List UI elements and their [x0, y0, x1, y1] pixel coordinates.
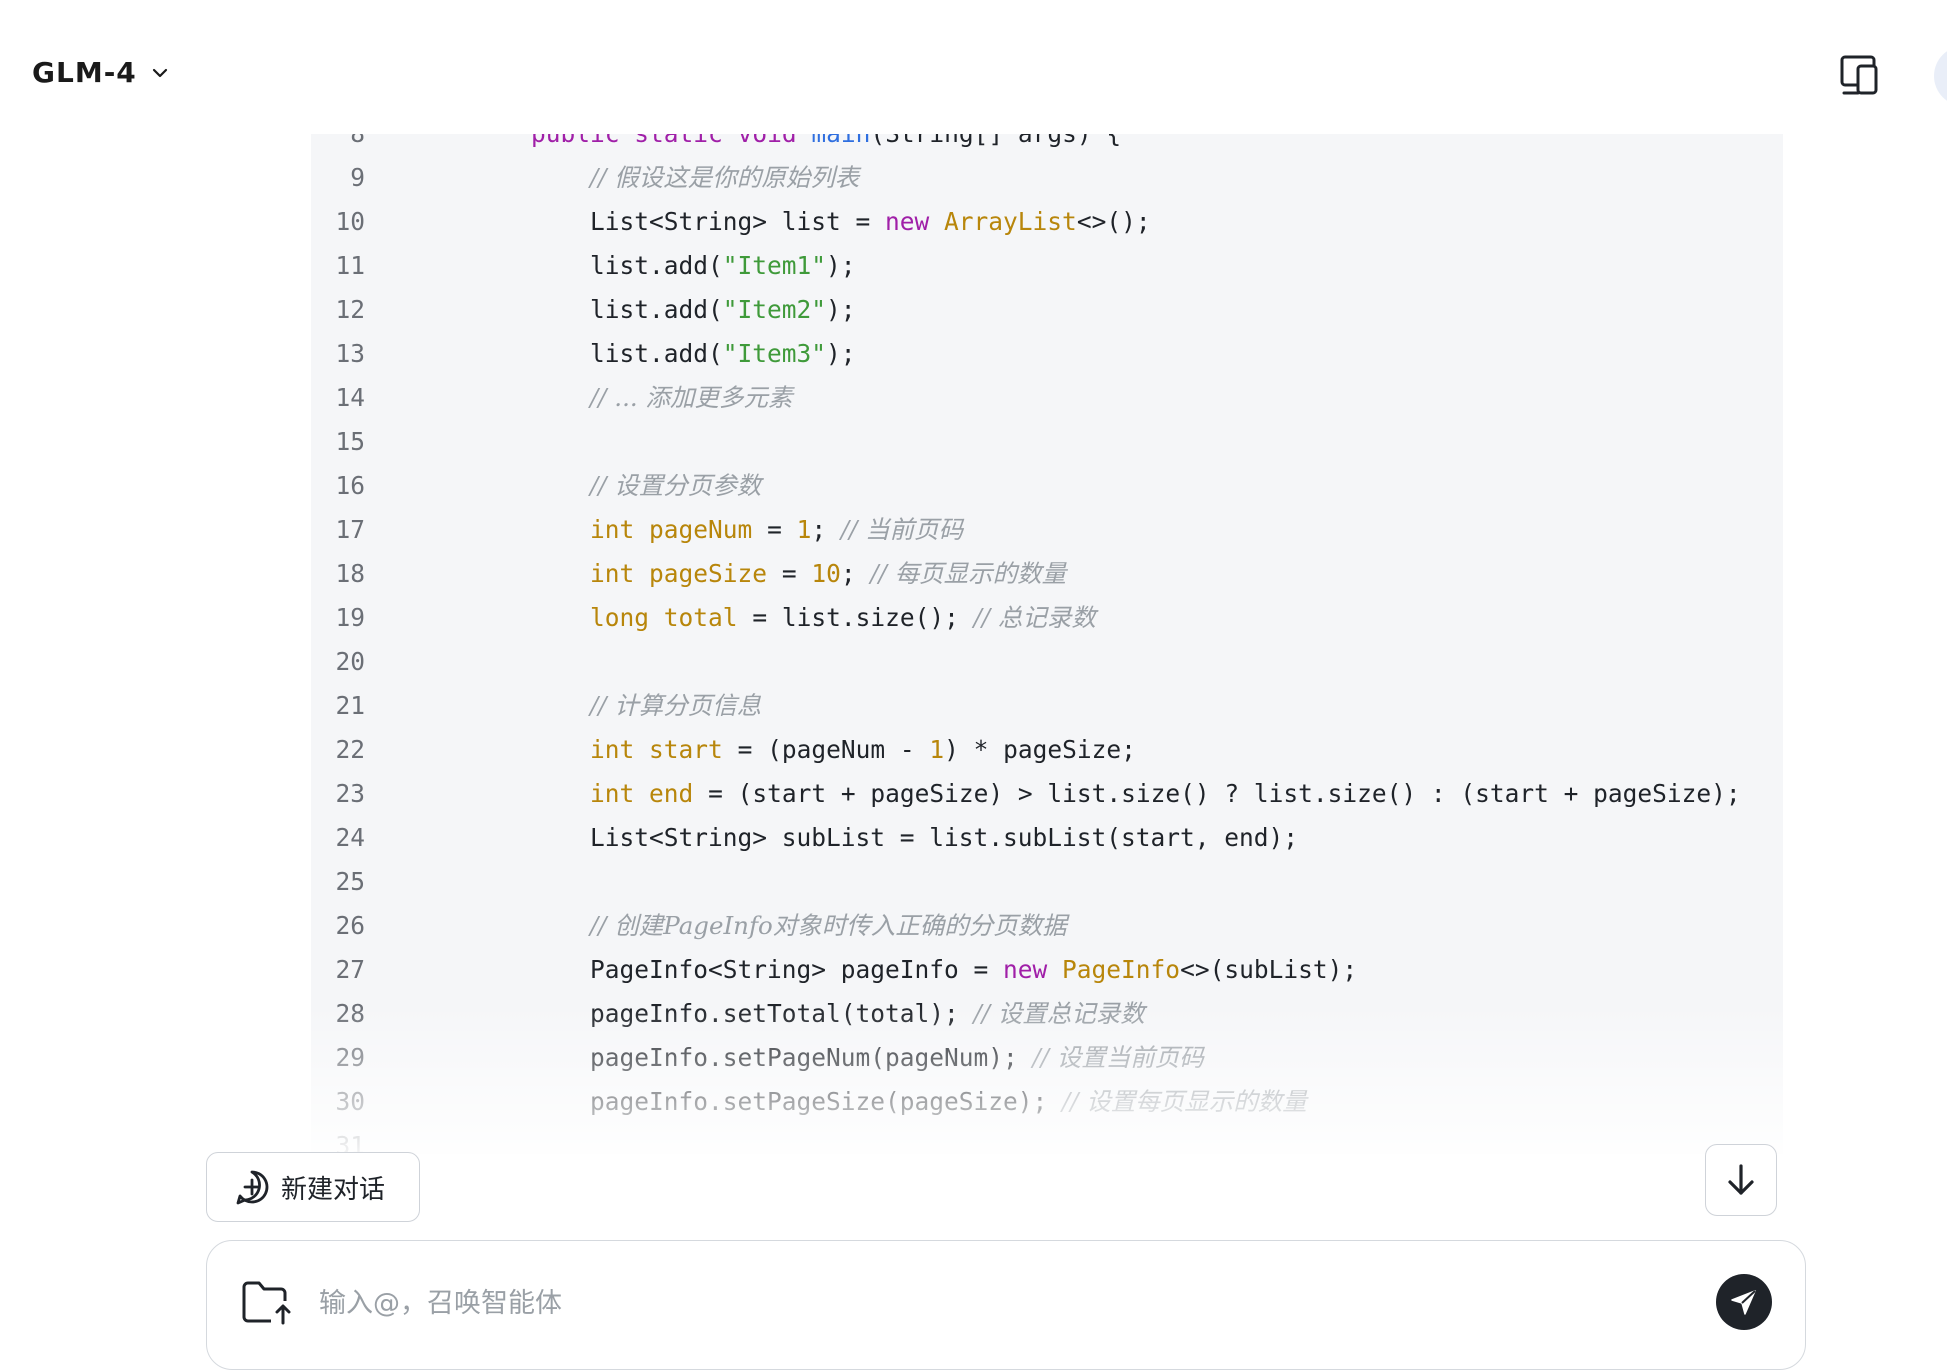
- line-number: 12: [335, 295, 365, 324]
- code-line: 25: [311, 860, 1783, 904]
- top-bar: GLM-4: [0, 0, 1947, 134]
- line-number: 31: [335, 1131, 365, 1154]
- line-number: 24: [335, 823, 365, 852]
- send-icon: [1731, 1290, 1756, 1315]
- code-line: 30 pageInfo.setPageSize(pageSize); // 设置…: [311, 1080, 1783, 1124]
- code-text: // 设置分页参数: [590, 471, 762, 500]
- code-line: 28 pageInfo.setTotal(total); // 设置总记录数: [311, 992, 1783, 1036]
- line-number: 27: [335, 955, 365, 984]
- line-number: 17: [335, 515, 365, 544]
- line-number: 18: [335, 559, 365, 588]
- line-number: 15: [335, 427, 365, 456]
- code-line: 20: [311, 640, 1783, 684]
- send-button[interactable]: [1716, 1274, 1772, 1330]
- code-line: 8 public static void main(String[] args)…: [311, 134, 1783, 156]
- code-line: 31: [311, 1124, 1783, 1154]
- line-number: 28: [335, 999, 365, 1028]
- line-number: 13: [335, 339, 365, 368]
- code-line: 29 pageInfo.setPageNum(pageNum); // 设置当前…: [311, 1036, 1783, 1080]
- avatar[interactable]: [1934, 46, 1947, 106]
- code-lines: 8 public static void main(String[] args)…: [311, 134, 1783, 1154]
- code-text: long total = list.size(); // 总记录数: [590, 603, 1096, 632]
- code-text: int pageNum = 1; // 当前页码: [590, 515, 964, 544]
- line-number: 8: [311, 134, 365, 156]
- code-line: 15: [311, 420, 1783, 464]
- code-line: 23 int end = (start + pageSize) > list.s…: [311, 772, 1783, 816]
- code-line: 10 List<String> list = new ArrayList<>()…: [311, 200, 1783, 244]
- chevron-down-icon: [152, 68, 167, 77]
- code-text: List<String> list = new ArrayList<>();: [472, 207, 1151, 236]
- code-text: pageInfo.setTotal(total); // 设置总记录数: [472, 999, 1145, 1028]
- line-number: 29: [335, 1043, 365, 1072]
- arrow-down-icon: [1728, 1164, 1754, 1195]
- code-line: 12 list.add("Item2");: [311, 288, 1783, 332]
- model-name: GLM-4: [32, 56, 137, 89]
- code-text: int start = (pageNum - 1) * pageSize;: [590, 735, 1136, 764]
- code-text: List<String> subList = list.subList(star…: [472, 823, 1299, 852]
- code-text: // 假设这是你的原始列表: [590, 163, 860, 192]
- scroll-to-bottom-button[interactable]: [1705, 1144, 1777, 1216]
- line-number: 21: [335, 691, 365, 720]
- code-text: // 创建PageInfo对象时传入正确的分页数据: [590, 911, 1067, 940]
- line-number: 16: [335, 471, 365, 500]
- code-text: int pageSize = 10; // 每页显示的数量: [590, 559, 1067, 588]
- code-text: pageInfo.setPageSize(pageSize); // 设置每页显…: [472, 1087, 1307, 1116]
- line-number: 11: [335, 251, 365, 280]
- folder-upload-icon[interactable]: [241, 1279, 293, 1325]
- line-number: 9: [350, 163, 365, 192]
- code-line: 16 // 设置分页参数: [311, 464, 1783, 508]
- line-number: 25: [335, 867, 365, 896]
- code-line: 22 int start = (pageNum - 1) * pageSize;: [311, 728, 1783, 772]
- code-text: PageInfo<String> pageInfo = new PageInfo…: [472, 955, 1358, 984]
- code-block: 8 public static void main(String[] args)…: [311, 134, 1783, 1154]
- code-line: 14 // ... 添加更多元素: [311, 376, 1783, 420]
- code-line: 26 // 创建PageInfo对象时传入正确的分页数据: [311, 904, 1783, 948]
- chat-input[interactable]: [319, 1283, 1519, 1323]
- code-text: // 计算分页信息: [590, 691, 762, 720]
- code-text: list.add("Item3");: [472, 339, 856, 368]
- line-number: 30: [335, 1087, 365, 1116]
- code-text: public static void main(String[] args) {: [472, 134, 1121, 156]
- model-selector[interactable]: GLM-4: [32, 56, 169, 89]
- code-line: 19 long total = list.size(); // 总记录数: [311, 596, 1783, 640]
- code-text: pageInfo.setPageNum(pageNum); // 设置当前页码: [472, 1043, 1204, 1072]
- add-chat-icon: [236, 1170, 269, 1205]
- line-number: 22: [335, 735, 365, 764]
- line-number: 23: [335, 779, 365, 808]
- devices-icon[interactable]: [1838, 52, 1884, 98]
- code-line: 18 int pageSize = 10; // 每页显示的数量: [311, 552, 1783, 596]
- new-chat-label: 新建对话: [281, 1174, 386, 1205]
- code-text: int end = (start + pageSize) > list.size…: [590, 779, 1741, 808]
- code-line: 21 // 计算分页信息: [311, 684, 1783, 728]
- line-number: 20: [335, 647, 365, 676]
- line-number: 14: [335, 383, 365, 412]
- code-line: 9 // 假设这是你的原始列表: [311, 156, 1783, 200]
- code-text: // ... 添加更多元素: [590, 383, 793, 412]
- new-chat-button[interactable]: 新建对话: [206, 1152, 420, 1222]
- line-number: 19: [335, 603, 365, 632]
- code-line: 27 PageInfo<String> pageInfo = new PageI…: [311, 948, 1783, 992]
- code-text: list.add("Item1");: [472, 251, 856, 280]
- code-line: 11 list.add("Item1");: [311, 244, 1783, 288]
- code-text: list.add("Item2");: [472, 295, 856, 324]
- code-line: 17 int pageNum = 1; // 当前页码: [311, 508, 1783, 552]
- line-number: 26: [335, 911, 365, 940]
- chat-input-bar: [206, 1240, 1806, 1370]
- code-line: 24 List<String> subList = list.subList(s…: [311, 816, 1783, 860]
- line-number: 10: [335, 207, 365, 236]
- code-line: 13 list.add("Item3");: [311, 332, 1783, 376]
